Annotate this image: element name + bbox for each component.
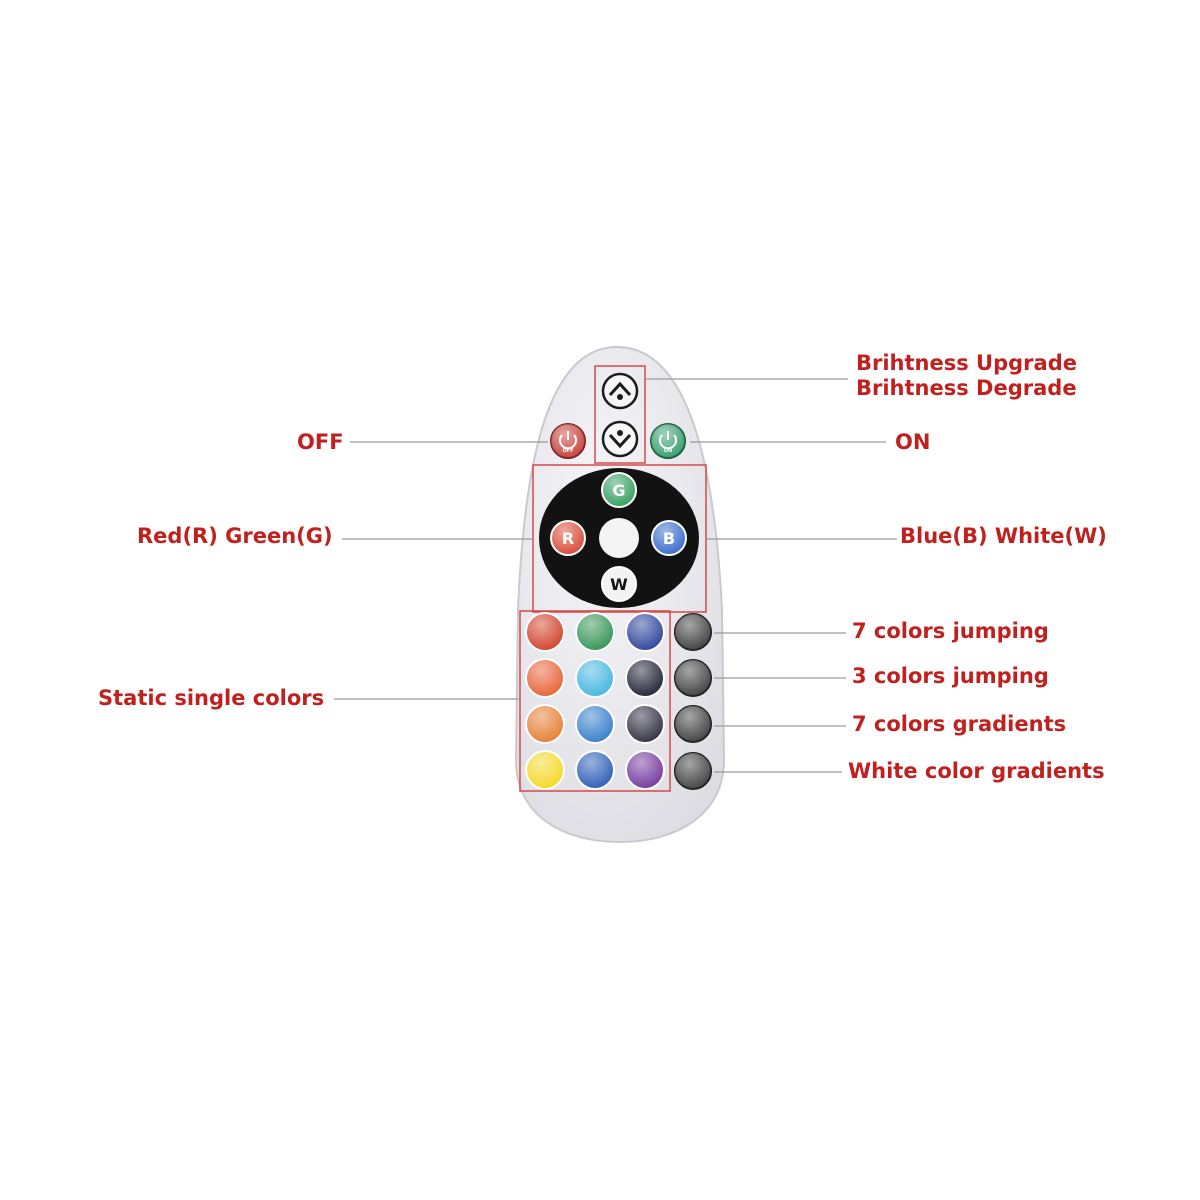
blue-button[interactable]: B	[651, 520, 687, 556]
power-icon	[659, 434, 677, 450]
green-button[interactable]: G	[601, 472, 637, 508]
brightness-highlight-box	[594, 365, 646, 464]
three-colors-jumping-label: 3 colors jumping	[852, 664, 1049, 688]
on-button[interactable]: ON	[650, 423, 686, 459]
static-color-button[interactable]	[525, 612, 565, 652]
static-color-button[interactable]	[525, 750, 565, 790]
mode-buttons	[674, 613, 712, 790]
white-button-letter: W	[610, 575, 628, 594]
static-color-button[interactable]	[625, 612, 665, 652]
seven-colors-gradients-button[interactable]	[674, 705, 712, 743]
red-button[interactable]: R	[550, 520, 586, 556]
brightness-up-label: Brihtness Upgrade	[856, 351, 1077, 375]
chevron-up-icon	[608, 381, 632, 397]
static-color-button[interactable]	[575, 704, 615, 744]
seven-colors-jumping-label: 7 colors jumping	[852, 619, 1049, 643]
static-color-button[interactable]	[575, 658, 615, 698]
blue-button-letter: B	[663, 529, 675, 548]
seven-colors-jumping-button[interactable]	[674, 613, 712, 651]
static-color-buttons	[525, 612, 665, 790]
center-button[interactable]	[599, 518, 639, 558]
green-button-letter: G	[612, 481, 625, 500]
brightness-down-button[interactable]	[601, 420, 639, 458]
static-colors-label: Static single colors	[98, 686, 325, 710]
red-button-letter: R	[562, 529, 574, 548]
white-color-gradients-label: White color gradients	[848, 759, 1105, 783]
red-green-label: Red(R) Green(G)	[137, 524, 333, 548]
white-color-gradients-button[interactable]	[674, 752, 712, 790]
blue-white-label: Blue(B) White(W)	[900, 524, 1107, 548]
chevron-down-icon	[608, 433, 632, 449]
static-color-button[interactable]	[525, 704, 565, 744]
static-color-button[interactable]	[625, 704, 665, 744]
off-label: OFF	[297, 430, 344, 454]
brightness-up-button[interactable]	[601, 372, 639, 410]
static-color-button[interactable]	[575, 750, 615, 790]
off-button[interactable]: OFF	[550, 423, 586, 459]
static-color-button[interactable]	[625, 750, 665, 790]
on-label: ON	[895, 430, 931, 454]
static-color-button[interactable]	[525, 658, 565, 698]
off-button-text: OFF	[562, 448, 573, 454]
power-icon	[559, 434, 577, 450]
static-color-button[interactable]	[625, 658, 665, 698]
brightness-down-label: Brihtness Degrade	[856, 376, 1077, 400]
on-button-text: ON	[664, 448, 672, 454]
static-colors-highlight-box	[519, 610, 671, 792]
seven-colors-gradients-label: 7 colors gradients	[852, 712, 1067, 736]
leader-lines	[334, 378, 897, 773]
static-color-button[interactable]	[575, 612, 615, 652]
white-button[interactable]: W	[601, 566, 637, 602]
three-colors-jumping-button[interactable]	[674, 659, 712, 697]
